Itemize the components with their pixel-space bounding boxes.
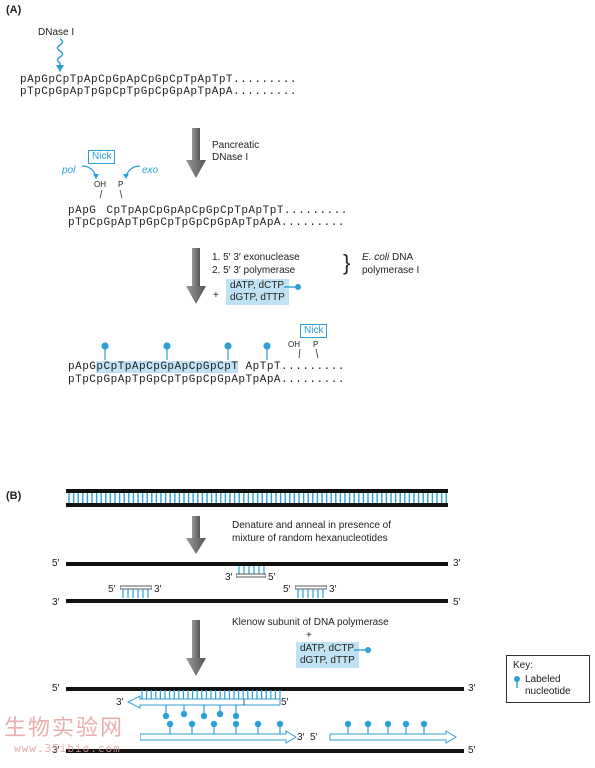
down-arrow-icon — [186, 248, 206, 304]
hexamer-3-prime: 3′ — [225, 572, 233, 583]
three-prime-label: 3′ — [453, 558, 461, 569]
template-strand-bottom — [66, 749, 464, 753]
product-5-prime: 5′ — [310, 732, 318, 743]
nick-label-box-2: Nick — [300, 324, 328, 338]
ecoli-label-line2: polymerase I — [362, 265, 420, 276]
labeled-nucleotide-icon — [354, 647, 371, 653]
product-5-prime: 5′ — [281, 697, 289, 708]
three-prime-label: 3′ — [52, 597, 60, 608]
dna-top-strand-3: pApGpCpTpApCpGpApCpGpCpT ApTpT......... — [68, 361, 345, 373]
p-label: P — [118, 180, 124, 189]
five-prime-label: 5′ — [52, 558, 60, 569]
extended-products-bottom — [140, 720, 457, 744]
down-arrow-icon — [186, 128, 206, 178]
oh-label: OH — [94, 180, 106, 189]
hexamer-primer — [236, 566, 266, 578]
labeled-nucleotide-pin-icon — [514, 676, 520, 688]
panel-a-label: (A) — [6, 4, 22, 16]
hexamer-3-prime: 3′ — [329, 584, 337, 595]
dna-top-strand-2-right: CpTpApCpGpApCpGpCpTpApTpT......... — [106, 205, 348, 217]
dna-top-strand-1: pApGpCpTpApCpGpApCpGpCpTpApTpT......... — [20, 74, 297, 86]
hexamer-5-prime: 5′ — [283, 584, 291, 595]
p-label-2: P — [313, 340, 319, 349]
pol-exo-arrows-icon — [81, 165, 141, 179]
three-prime-label: 3′ — [468, 683, 476, 694]
dna-bottom-strand-2: pTpCpGpApTpGpCpTpGpCpGpApTpApA......... — [68, 217, 345, 229]
key-title: Key: — [513, 660, 534, 671]
dnase-squiggle-icon — [56, 38, 64, 72]
pol-label: pol — [62, 165, 76, 176]
single-strand-bottom — [66, 599, 448, 603]
hexamer-primer — [120, 585, 152, 598]
step-a1-label-line2: DNase I — [212, 152, 249, 163]
hexamer-5-prime: 5′ — [268, 572, 276, 583]
dna-bottom-strand-1: pTpCpGpApTpGpCpTpGpCpGpApTpApA......... — [20, 86, 297, 98]
dna-bottom-strand-3: pTpCpGpApTpGpCpTpGpCpGpApTpApA......... — [68, 374, 345, 386]
panel-b-label: (B) — [6, 490, 22, 502]
ecoli-label-line1: E. coli DNA — [362, 252, 414, 263]
dna-top-strand-2: pApG CpTpApCpGpApCpGpCpTpApTpT......... — [68, 205, 348, 217]
labeled-nucleotide-icon — [284, 284, 301, 290]
exo-label: exo — [142, 165, 159, 176]
extended-product-top — [126, 690, 281, 720]
product-3-prime: 3′ — [116, 697, 124, 708]
template-strand-top — [66, 687, 464, 691]
dntp-mix-line1: dATP, dCTP — [300, 643, 355, 654]
step-b1-label-line1: Denature and anneal in presence of — [232, 520, 392, 531]
key-item-line1: Labeled — [525, 674, 561, 685]
nick-label-box: Nick — [88, 150, 116, 164]
hexamer-3-prime: 3′ — [154, 584, 162, 595]
down-arrow-icon — [186, 516, 206, 554]
watermark-title: 生物实验网 — [4, 716, 125, 741]
dntp-mix-box: dATP, dCTP dGTP, dTTP — [296, 642, 359, 668]
key-item: Labeled nucleotide — [513, 674, 583, 698]
double-stranded-dna-icon — [66, 489, 448, 507]
five-prime-label: 5′ — [52, 683, 60, 694]
key-box: Key: Labeled nucleotide — [506, 655, 590, 703]
step-a2-polymerase: 2. 5′ 3′ polymerase — [212, 265, 296, 276]
five-prime-label: 5′ — [453, 597, 461, 608]
dntp-mix-line1: dATP, dCTP — [230, 280, 285, 291]
step-b2-label: Klenow subunit of DNA polymerase — [232, 617, 389, 628]
oh-label-2: OH — [288, 340, 300, 349]
hexamer-primer — [295, 585, 327, 598]
product-3-prime: 3′ — [297, 732, 305, 743]
dna-top-strand-3-a: pApG — [68, 361, 97, 373]
dntp-mix-box: dATP, dCTP dGTP, dTTP — [226, 279, 289, 305]
curly-brace-icon: } — [343, 250, 351, 275]
nick-bond-ticks-icon — [298, 348, 319, 359]
three-prime-label: 3′ — [52, 745, 60, 756]
hexamer-5-prime: 5′ — [108, 584, 116, 595]
dntp-mix-line2: dGTP, dTTP — [230, 292, 285, 303]
dna-top-strand-2-left: pApG — [68, 205, 97, 217]
five-prime-label: 5′ — [468, 745, 476, 756]
dna-top-strand-3-b: ApTpT......... — [238, 361, 345, 373]
single-strand-top — [66, 562, 448, 566]
nick-bond-ticks-icon — [99, 189, 123, 199]
key-item-line2: nucleotide — [525, 686, 571, 697]
down-arrow-icon — [186, 620, 206, 676]
plus-sign: + — [306, 630, 312, 641]
dna-top-strand-3-labeled: pCpTpApCpGpApCpGpCpT — [96, 361, 239, 373]
step-b1-label-line2: mixture of random hexanucleotides — [232, 533, 388, 544]
dntp-mix-line2: dGTP, dTTP — [300, 655, 355, 666]
step-a2-exonuclease: 1. 5′ 3′ exonuclease — [212, 252, 300, 263]
dnase-i-label: DNase I — [38, 27, 75, 38]
labeled-nucleotide-pins — [101, 342, 271, 360]
watermark-url: www.35ibio.com — [14, 742, 121, 755]
plus-sign: + — [213, 290, 219, 301]
step-a1-label-line1: Pancreatic — [212, 140, 260, 151]
